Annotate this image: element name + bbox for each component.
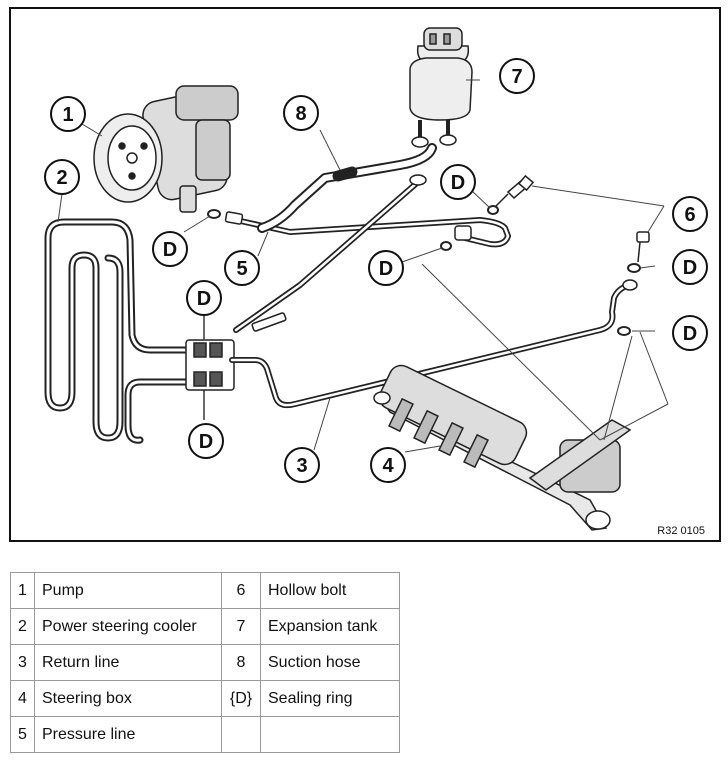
svg-text:6: 6: [684, 204, 695, 226]
pump: [93, 85, 239, 213]
svg-text:D: D: [683, 323, 697, 345]
legend-number: 1: [10, 572, 35, 609]
pressure-line: [233, 179, 511, 333]
svg-text:D: D: [199, 431, 213, 453]
callout-4: 4: [370, 447, 406, 483]
fittings: [224, 174, 638, 332]
callout-d-pump: D: [152, 231, 188, 267]
legend-row: 4 Steering box {D} Sealing ring: [10, 680, 400, 717]
legend-text: [260, 716, 400, 753]
svg-text:D: D: [683, 257, 697, 279]
callout-d-top: D: [440, 164, 476, 200]
legend-text: Suction hose: [260, 644, 400, 681]
legend-text: Power steering cooler: [34, 608, 222, 645]
svg-text:8: 8: [295, 103, 306, 125]
legend-text: Pressure line: [34, 716, 222, 753]
cooler-manifold: [185, 312, 235, 420]
svg-text:D: D: [197, 288, 211, 310]
callouts: 1 2 3 4 5 6 7 8: [44, 58, 708, 483]
legend-number: 3: [10, 644, 35, 681]
callout-8: 8: [283, 95, 319, 131]
legend-number: 8: [221, 644, 261, 681]
svg-text:1: 1: [62, 104, 73, 126]
suction-hose: [257, 143, 437, 233]
legend-number: 2: [10, 608, 35, 645]
return-line: [229, 282, 633, 409]
svg-text:2: 2: [56, 167, 67, 189]
svg-text:D: D: [379, 258, 393, 280]
legend-row: 3 Return line 8 Suction hose: [10, 644, 400, 681]
legend-number: 4: [10, 680, 35, 717]
legend-table: 1 Pump 6 Hollow bolt 2 Power steering co…: [10, 572, 400, 753]
callout-1: 1: [50, 96, 86, 132]
callout-7: 7: [499, 58, 535, 94]
callout-d-right-upper: D: [672, 249, 708, 285]
power-steering-cooler: [44, 218, 192, 444]
legend-number: {D}: [221, 680, 261, 717]
legend-number: 7: [221, 608, 261, 645]
steering-box: [373, 364, 632, 531]
power-steering-diagram: 1 2 3 4 5 6 7 8: [9, 7, 721, 542]
expansion-tank: [409, 27, 473, 148]
reference-code: R32 0105: [657, 525, 705, 537]
svg-text:D: D: [451, 172, 465, 194]
callout-d-cooler-bottom: D: [188, 423, 224, 459]
legend-number: 5: [10, 716, 35, 753]
legend-number: 6: [221, 572, 261, 609]
leader-lines: [57, 79, 669, 453]
callout-3: 3: [284, 447, 320, 483]
legend-row: 2 Power steering cooler 7 Expansion tank: [10, 608, 400, 645]
svg-text:5: 5: [236, 258, 247, 280]
legend-text: Hollow bolt: [260, 572, 400, 609]
legend-text: Expansion tank: [260, 608, 400, 645]
svg-text:4: 4: [382, 455, 394, 477]
callout-d-middle: D: [368, 250, 404, 286]
callout-d-cooler-top: D: [186, 280, 222, 316]
callout-2: 2: [44, 159, 80, 195]
svg-text:D: D: [163, 239, 177, 261]
legend-text: Pump: [34, 572, 222, 609]
svg-text:3: 3: [296, 455, 307, 477]
hollow-bolts: [495, 174, 650, 263]
legend-number: [221, 716, 261, 753]
legend-row: 5 Pressure line: [10, 716, 400, 753]
callout-6: 6: [672, 196, 708, 232]
legend-text: Return line: [34, 644, 222, 681]
legend-row: 1 Pump 6 Hollow bolt: [10, 572, 400, 609]
svg-text:7: 7: [511, 66, 522, 88]
legend-text: Sealing ring: [260, 680, 400, 717]
legend-text: Steering box: [34, 680, 222, 717]
callout-5: 5: [224, 250, 260, 286]
callout-d-right-lower: D: [672, 315, 708, 351]
